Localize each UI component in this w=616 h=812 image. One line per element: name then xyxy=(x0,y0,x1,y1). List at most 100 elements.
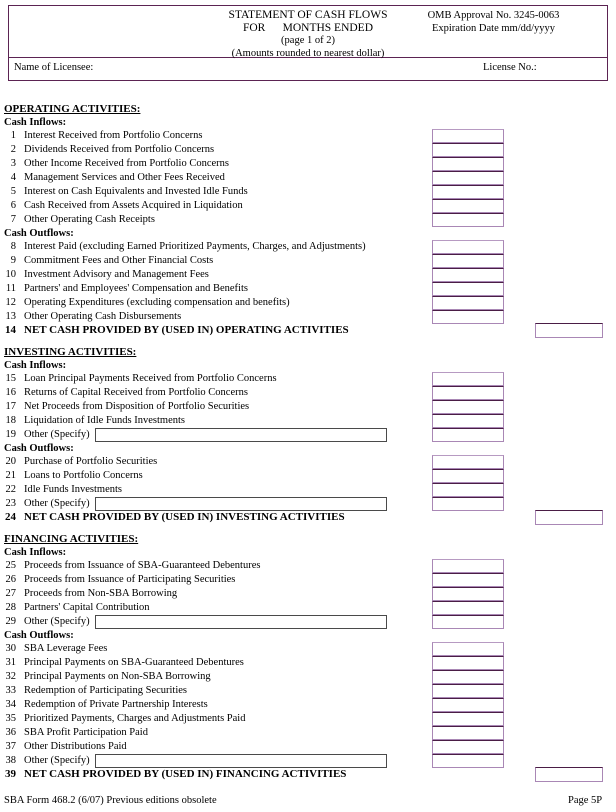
row-label: Interest on Cash Equivalents and Investe… xyxy=(24,186,248,197)
row-label: Partners' Capital Contribution xyxy=(24,602,150,613)
row-label: Other Operating Cash Receipts xyxy=(24,214,155,225)
amount-input-13[interactable] xyxy=(432,310,504,324)
total-input-24[interactable] xyxy=(535,510,603,525)
row-label: Proceeds from Issuance of SBA-Guaranteed… xyxy=(24,560,261,571)
row-number: 8 xyxy=(10,241,16,252)
amount-input-36[interactable] xyxy=(432,726,504,740)
row-number: 32 xyxy=(5,671,17,682)
row-label: Interest Received from Portfolio Concern… xyxy=(24,130,203,141)
row-label: Loans to Portfolio Concerns xyxy=(24,470,143,481)
amount-input-25[interactable] xyxy=(432,559,504,573)
specify-input-38[interactable] xyxy=(95,754,387,768)
amount-input-28[interactable] xyxy=(432,601,504,615)
row-label: Investment Advisory and Management Fees xyxy=(24,269,209,280)
amount-input-4[interactable] xyxy=(432,171,504,185)
amount-input-29[interactable] xyxy=(432,615,504,629)
row-number: 23 xyxy=(5,498,17,509)
amount-input-21[interactable] xyxy=(432,469,504,483)
amount-input-7[interactable] xyxy=(432,213,504,227)
row-label: Other (Specify) xyxy=(24,616,90,627)
amount-input-16[interactable] xyxy=(432,386,504,400)
row-label: Other (Specify) xyxy=(24,755,90,766)
amount-input-33[interactable] xyxy=(432,684,504,698)
amount-input-10[interactable] xyxy=(432,268,504,282)
row-label: Principal Payments on SBA-Guaranteed Deb… xyxy=(24,657,244,668)
amount-input-8[interactable] xyxy=(432,240,504,254)
row-label: Operating Expenditures (excluding compen… xyxy=(24,297,290,308)
amount-input-34[interactable] xyxy=(432,698,504,712)
amount-input-18[interactable] xyxy=(432,414,504,428)
amount-input-35[interactable] xyxy=(432,712,504,726)
cash-outflows-heading-1: Cash Outflows: xyxy=(4,443,74,454)
row-number: 16 xyxy=(5,387,17,398)
omb-block: OMB Approval No. 3245-0063 Expiration Da… xyxy=(386,9,601,35)
row-number: 6 xyxy=(10,200,16,211)
row-label: Other (Specify) xyxy=(24,429,90,440)
amount-input-32[interactable] xyxy=(432,670,504,684)
row-number: 35 xyxy=(5,713,17,724)
amount-input-30[interactable] xyxy=(432,642,504,656)
row-number: 24 xyxy=(5,511,16,523)
total-label-1: NET CASH PROVIDED BY (USED IN) INVESTING… xyxy=(24,511,345,523)
omb-expiration-date: Expiration Date mm/dd/yyyy xyxy=(431,23,556,34)
amount-input-19[interactable] xyxy=(432,428,504,442)
amount-input-27[interactable] xyxy=(432,587,504,601)
total-input-14[interactable] xyxy=(535,323,603,338)
amount-input-2[interactable] xyxy=(432,143,504,157)
amount-input-9[interactable] xyxy=(432,254,504,268)
amount-input-3[interactable] xyxy=(432,157,504,171)
row-number: 33 xyxy=(5,685,17,696)
specify-input-19[interactable] xyxy=(95,428,387,442)
row-number: 20 xyxy=(5,456,17,467)
row-number: 39 xyxy=(5,768,16,780)
months-ended-label: MONTHS ENDED xyxy=(282,22,374,34)
amount-input-20[interactable] xyxy=(432,455,504,469)
row-number: 2 xyxy=(10,144,16,155)
row-number: 27 xyxy=(5,588,17,599)
amount-input-31[interactable] xyxy=(432,656,504,670)
row-number: 29 xyxy=(5,616,17,627)
row-label: Redemption of Private Partnership Intere… xyxy=(24,699,208,710)
specify-input-29[interactable] xyxy=(95,615,387,629)
row-label: SBA Profit Participation Paid xyxy=(24,727,148,738)
amount-input-37[interactable] xyxy=(432,740,504,754)
row-label: Other (Specify) xyxy=(24,498,90,509)
amount-input-26[interactable] xyxy=(432,573,504,587)
row-label: Idle Funds Investments xyxy=(24,484,122,495)
row-number: 36 xyxy=(5,727,17,738)
row-label: Proceeds from Non-SBA Borrowing xyxy=(24,588,178,599)
row-number: 37 xyxy=(5,741,17,752)
amount-input-17[interactable] xyxy=(432,400,504,414)
amount-input-15[interactable] xyxy=(432,372,504,386)
row-number: 38 xyxy=(5,755,17,766)
amount-input-1[interactable] xyxy=(432,129,504,143)
total-input-39[interactable] xyxy=(535,767,603,782)
row-number: 5 xyxy=(10,186,16,197)
specify-input-23[interactable] xyxy=(95,497,387,511)
form-header-bottom: Name of Licensee: License No.: xyxy=(9,58,607,80)
amount-input-6[interactable] xyxy=(432,199,504,213)
row-label: Prioritized Payments, Charges and Adjust… xyxy=(24,713,246,724)
row-label: Principal Payments on Non-SBA Borrowing xyxy=(24,671,211,682)
for-label: FOR xyxy=(242,22,266,34)
row-number: 10 xyxy=(5,269,17,280)
row-number: 26 xyxy=(5,574,17,585)
cash-outflows-heading-2: Cash Outflows: xyxy=(4,630,74,641)
amount-input-5[interactable] xyxy=(432,185,504,199)
amount-input-38[interactable] xyxy=(432,754,504,768)
amount-input-22[interactable] xyxy=(432,483,504,497)
row-number: 12 xyxy=(5,297,17,308)
section-title-1: INVESTING ACTIVITIES: xyxy=(4,346,137,358)
amount-input-23[interactable] xyxy=(432,497,504,511)
row-number: 4 xyxy=(10,172,16,183)
amount-input-11[interactable] xyxy=(432,282,504,296)
form-header-table: STATEMENT OF CASH FLOWS FOR MONTHS ENDED… xyxy=(8,5,608,81)
form-title-block: STATEMENT OF CASH FLOWS FOR MONTHS ENDED… xyxy=(9,9,607,60)
row-number: 3 xyxy=(10,158,16,169)
row-label: Returns of Capital Received from Portfol… xyxy=(24,387,248,398)
row-label: Other Distributions Paid xyxy=(24,741,127,752)
amount-input-12[interactable] xyxy=(432,296,504,310)
form-header-top: STATEMENT OF CASH FLOWS FOR MONTHS ENDED… xyxy=(9,6,607,60)
row-label: Liquidation of Idle Funds Investments xyxy=(24,415,185,426)
